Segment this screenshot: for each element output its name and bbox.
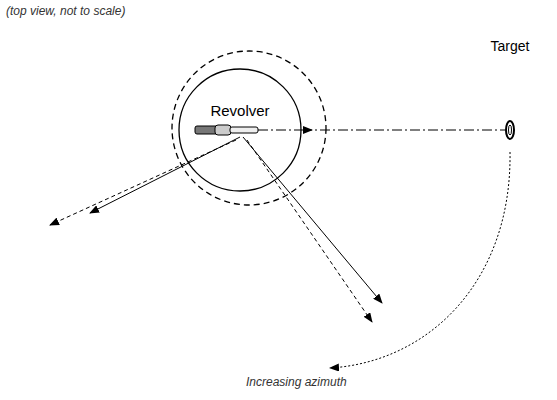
target-ellipse	[506, 121, 514, 139]
dash-dot-line	[258, 130, 302, 131]
revolver-circle: Revolver	[178, 68, 302, 192]
azimuth-arrow	[330, 152, 510, 368]
device-name: Revolver	[210, 102, 269, 119]
circle-outline	[179, 69, 301, 191]
view-note: (top view, not to scale)	[6, 4, 125, 18]
circle-outline	[178, 68, 302, 192]
solid-arrow	[90, 137, 240, 213]
target-node: Target	[487, 38, 533, 142]
target-ring	[509, 125, 512, 135]
solid-arrow	[243, 137, 382, 303]
target-name: Target	[491, 38, 530, 54]
target-ellipse	[505, 120, 515, 140]
axis-label: Increasing azimuth	[246, 375, 347, 389]
line-of-sight	[302, 130, 505, 131]
dashed-arrow	[247, 140, 372, 322]
revolver-icon	[195, 125, 258, 135]
rotated-circle	[172, 51, 326, 205]
